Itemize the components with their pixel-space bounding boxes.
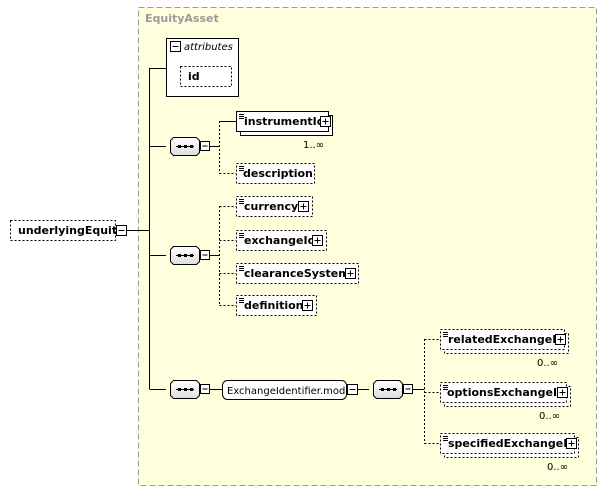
doc-lines-icon bbox=[239, 199, 244, 204]
currency-label: currency bbox=[244, 200, 298, 213]
doc-lines-icon bbox=[443, 332, 448, 337]
collapse-icon[interactable] bbox=[200, 384, 210, 394]
collapse-icon[interactable] bbox=[170, 41, 181, 52]
doc-lines-icon bbox=[239, 233, 244, 238]
root-element-underlyingequity[interactable]: underlyingEquity bbox=[10, 220, 127, 241]
doc-lines-icon bbox=[443, 436, 448, 441]
instrumentid-label: instrumentId bbox=[244, 115, 325, 128]
element-definition[interactable]: definition bbox=[236, 295, 317, 316]
group-title: EquityAsset bbox=[145, 12, 219, 25]
collapse-icon[interactable] bbox=[200, 141, 210, 151]
sequence-compositor-1[interactable] bbox=[170, 137, 210, 156]
exchangeid-label: exchangeId bbox=[244, 234, 315, 247]
element-currency[interactable]: currency bbox=[236, 196, 313, 217]
connectors bbox=[127, 68, 440, 444]
collapse-icon[interactable] bbox=[116, 225, 127, 236]
collapse-icon[interactable] bbox=[200, 250, 210, 260]
doc-lines-icon bbox=[443, 385, 448, 390]
collapse-icon[interactable] bbox=[403, 384, 413, 394]
relatedexchangeid-label: relatedExchangeId bbox=[448, 333, 564, 346]
element-specifiedexchangeid[interactable]: specifiedExchangeId 0..∞ bbox=[440, 433, 579, 474]
element-exchangeid[interactable]: exchangeId bbox=[236, 230, 327, 251]
expand-icon[interactable] bbox=[298, 201, 309, 212]
definition-label: definition bbox=[244, 299, 304, 312]
expand-icon[interactable] bbox=[555, 334, 566, 345]
element-relatedexchangeid[interactable]: relatedExchangeId 0..∞ bbox=[440, 329, 569, 370]
expand-icon[interactable] bbox=[312, 235, 323, 246]
instrumentid-cardinality: 1..∞ bbox=[303, 140, 324, 151]
doc-lines-icon bbox=[239, 266, 244, 271]
doc-lines-icon bbox=[239, 166, 244, 171]
attribute-id[interactable]: id bbox=[180, 66, 232, 87]
group-exchangeidentifier-model[interactable]: ExchangeIdentifier.model bbox=[222, 380, 358, 400]
expand-icon[interactable] bbox=[302, 300, 313, 311]
relatedexchangeid-cardinality: 0..∞ bbox=[537, 358, 558, 369]
expand-icon[interactable] bbox=[345, 268, 356, 279]
attributes-title: attributes bbox=[184, 42, 233, 53]
expand-icon[interactable] bbox=[566, 438, 577, 449]
group-ref-label: ExchangeIdentifier.model bbox=[227, 386, 354, 397]
expand-icon[interactable] bbox=[557, 387, 568, 398]
element-clearancesystem[interactable]: clearanceSystem bbox=[236, 263, 359, 284]
specifiedexchangeid-cardinality: 0..∞ bbox=[547, 462, 568, 473]
optionsexchangeid-cardinality: 0..∞ bbox=[539, 411, 560, 422]
clearancesystem-label: clearanceSystem bbox=[244, 267, 350, 280]
element-optionsexchangeid[interactable]: optionsExchangeId 0..∞ bbox=[440, 382, 571, 423]
element-instrumentid[interactable]: instrumentId 1..∞ bbox=[236, 111, 333, 152]
doc-lines-icon bbox=[239, 114, 244, 119]
doc-lines-icon bbox=[239, 298, 244, 303]
description-label: description bbox=[243, 167, 313, 180]
sequence-compositor-3[interactable] bbox=[170, 380, 210, 399]
attributes-box: attributes id bbox=[166, 38, 239, 97]
sequence-compositor-2[interactable] bbox=[170, 246, 210, 265]
specifiedexchangeid-label: specifiedExchangeId bbox=[448, 437, 575, 450]
root-label: underlyingEquity bbox=[18, 224, 124, 237]
sequence-compositor-4[interactable] bbox=[373, 380, 413, 399]
optionsexchangeid-label: optionsExchangeId bbox=[447, 386, 565, 399]
collapse-icon[interactable] bbox=[347, 384, 358, 395]
expand-icon[interactable] bbox=[320, 116, 331, 127]
attribute-id-label: id bbox=[188, 70, 200, 83]
element-description[interactable]: description bbox=[236, 163, 315, 184]
